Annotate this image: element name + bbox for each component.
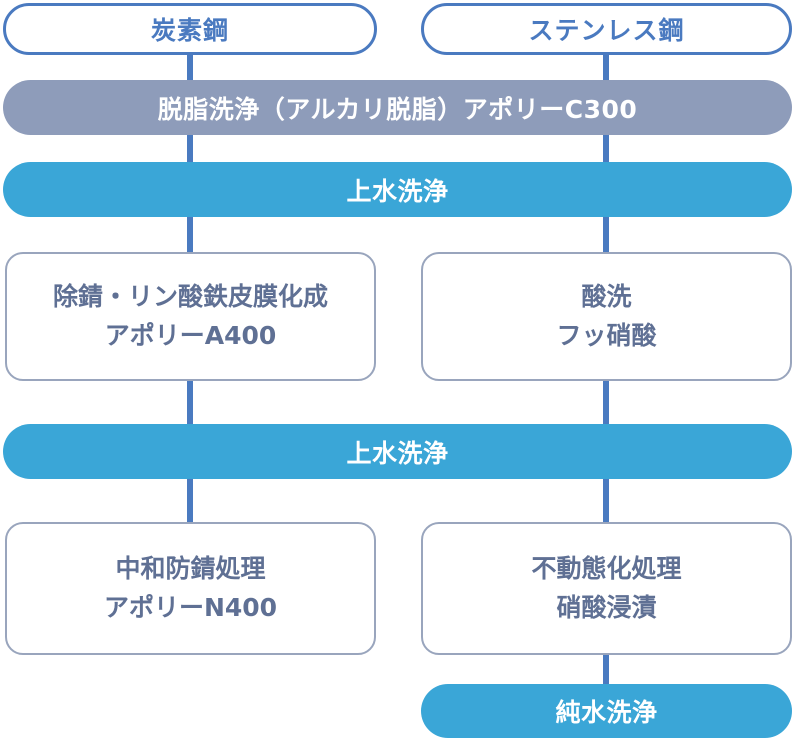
node-acid-pickling-line2: フッ硝酸 (556, 320, 657, 350)
connector-rinse2-to-neutralize (187, 477, 193, 524)
connector-carbon-to-degrease (187, 54, 193, 82)
node-derust-phosphate-coating-line2: アポリーA400 (104, 320, 277, 350)
connector-rinse1-to-derust (187, 215, 193, 254)
node-acid-pickling-line1: 酸洗 (581, 281, 632, 311)
node-neutralize-rust-prevention: 中和防錆処理 アポリーN400 (5, 522, 376, 655)
connector-derust-to-rinse2 (187, 379, 193, 426)
node-neutralize-rust-prevention-line2: アポリーN400 (103, 592, 278, 622)
node-carbon-steel-label: 炭素鋼 (150, 16, 229, 45)
connector-pickling-to-rinse2 (603, 379, 609, 426)
node-tap-water-rinse-2: 上水洗浄 (3, 424, 792, 479)
node-degreasing-wash: 脱脂洗浄（アルカリ脱脂）アポリーC300 (3, 80, 792, 135)
connector-rinse2-to-passivate (603, 477, 609, 524)
connector-rinse1-to-pickling (603, 215, 609, 254)
node-degreasing-wash-label: 脱脂洗浄（アルカリ脱脂）アポリーC300 (157, 94, 638, 124)
connector-stainless-to-degrease (603, 54, 609, 82)
connector-degrease-to-rinse1-left (187, 133, 193, 164)
node-derust-phosphate-coating-line1: 除錆・リン酸鉄皮膜化成 (52, 281, 328, 311)
node-neutralize-rust-prevention-line1: 中和防錆処理 (115, 553, 266, 583)
node-tap-water-rinse-2-label: 上水洗浄 (346, 438, 449, 468)
node-passivation-treatment: 不動態化処理 硝酸浸漬 (421, 522, 792, 655)
node-passivation-treatment-line1: 不動態化処理 (531, 553, 682, 583)
node-stainless-steel: ステンレス鋼 (421, 3, 792, 55)
connector-passivate-to-pure-rinse (603, 653, 609, 686)
node-pure-water-rinse-label: 純水洗浄 (555, 698, 658, 727)
node-tap-water-rinse-1-label: 上水洗浄 (346, 176, 449, 206)
node-carbon-steel: 炭素鋼 (3, 3, 377, 55)
connector-degrease-to-rinse1-right (603, 133, 609, 164)
node-acid-pickling: 酸洗 フッ硝酸 (421, 252, 792, 381)
node-tap-water-rinse-1: 上水洗浄 (3, 162, 792, 217)
node-derust-phosphate-coating: 除錆・リン酸鉄皮膜化成 アポリーA400 (5, 252, 376, 381)
node-stainless-steel-label: ステンレス鋼 (528, 16, 685, 45)
node-pure-water-rinse: 純水洗浄 (421, 684, 792, 738)
node-passivation-treatment-line2: 硝酸浸漬 (556, 592, 657, 622)
